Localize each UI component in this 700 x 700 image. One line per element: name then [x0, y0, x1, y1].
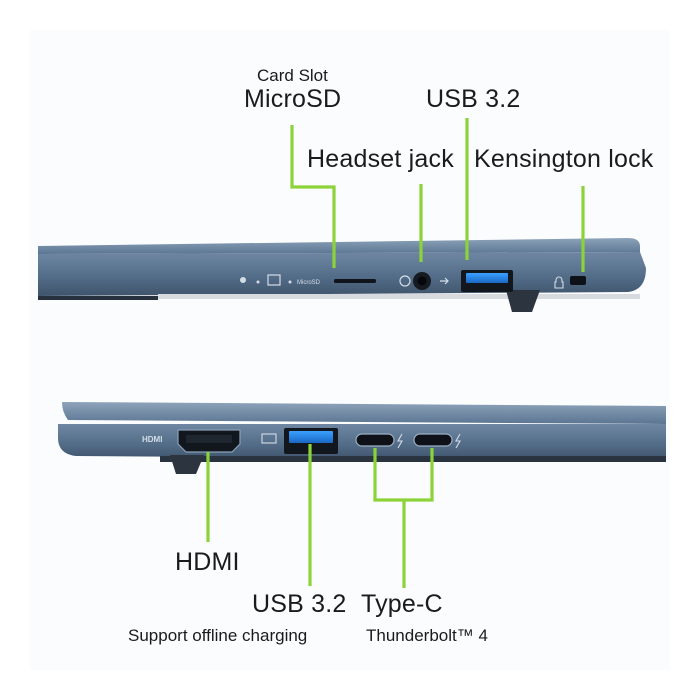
microsd-label: MicroSD: [244, 85, 342, 113]
laptop-lid: [38, 238, 640, 254]
thunderbolt-note: Thunderbolt™ 4: [366, 626, 488, 645]
headset-jack: [399, 272, 431, 290]
microsd-callout-line: [290, 125, 336, 268]
battery-icon: [267, 274, 281, 286]
image-frame: [30, 30, 670, 670]
bottom-callout-lines: [206, 444, 434, 588]
usb-icon: [440, 277, 449, 285]
microsd-marking: MicroSD: [297, 280, 321, 286]
power-led-icon: [240, 277, 246, 283]
laptop-lid: [62, 402, 666, 424]
hdmi-label: HDMI: [175, 548, 240, 576]
type-c-port-2: [413, 433, 453, 447]
usb-charge-icon: [261, 433, 277, 444]
usb-top-label: USB 3.2: [426, 85, 521, 113]
type-c-port-1: [355, 433, 395, 447]
laptop-right-side: MicroSD: [38, 238, 646, 312]
rubber-foot: [506, 290, 540, 312]
usb-charging-note: Support offline charging: [128, 626, 308, 645]
thunderbolt-icon: [397, 433, 403, 449]
typec-label: Type-C: [361, 590, 443, 618]
kensington-lock-label: Kensington lock: [474, 145, 654, 173]
headset-jack-label: Headset jack: [307, 145, 454, 173]
hdmi-marking: HDMI: [142, 435, 162, 444]
status-indicators: MicroSD: [240, 274, 321, 286]
headset-icon: [399, 275, 411, 287]
usb-bottom-label: USB 3.2: [252, 590, 347, 618]
usb-a-port: [284, 428, 338, 454]
lock-icon: [554, 276, 564, 289]
laptop-base: [38, 252, 646, 296]
card-slot-label: Card Slot: [257, 66, 328, 85]
top-callout-lines: [290, 118, 585, 272]
microsd-slot: [334, 279, 376, 283]
kensington-slot: [554, 276, 586, 289]
vent-strip: [38, 296, 158, 300]
laptop-left-side: HDMI: [58, 402, 666, 474]
usb-a-port: [440, 270, 513, 292]
rubber-foot: [170, 455, 204, 474]
thunderbolt-icon: [455, 433, 461, 449]
type-c-ports: [355, 433, 461, 449]
base-shadow: [158, 294, 640, 299]
underside-strip: [160, 456, 666, 462]
